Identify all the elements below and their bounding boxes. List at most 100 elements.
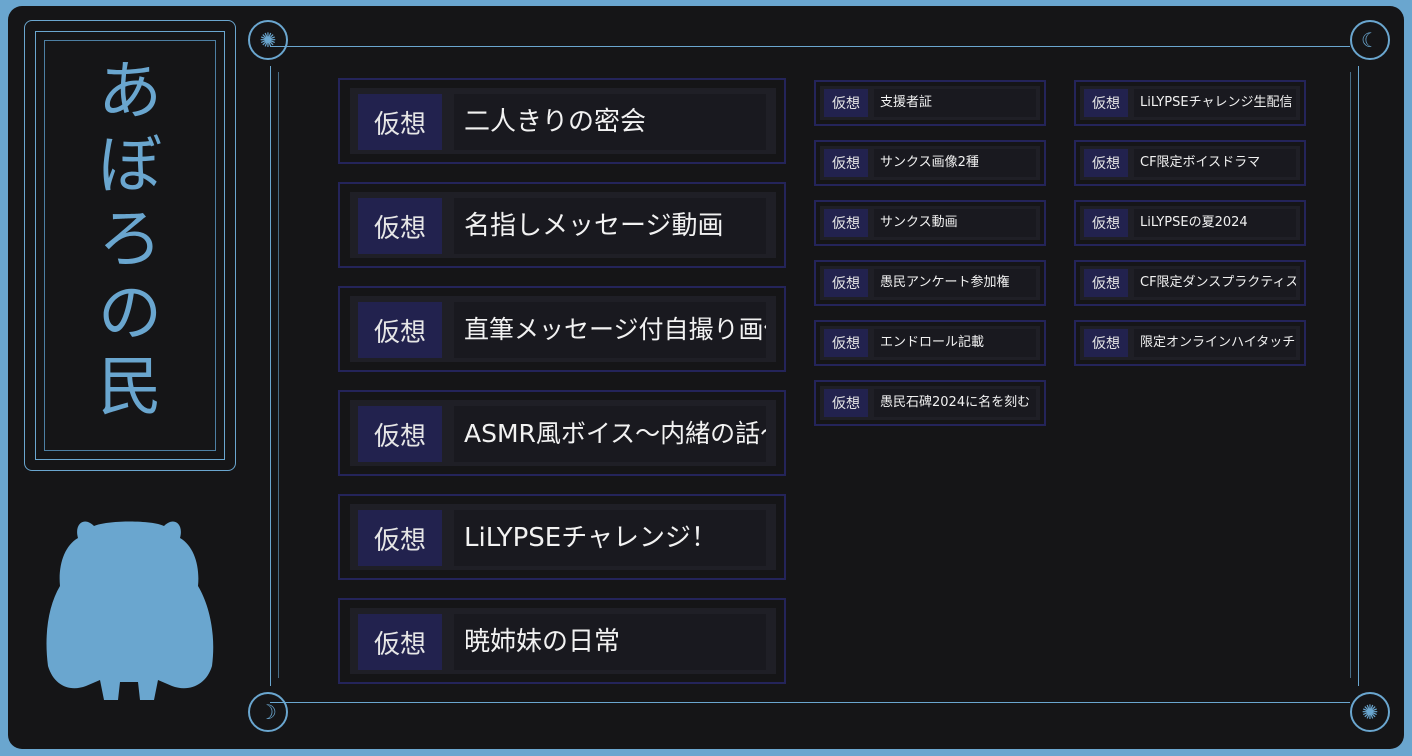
reward-label: CF限定ボイスドラマ (1134, 149, 1296, 177)
reward-label: 名指しメッセージ動画 (454, 198, 766, 254)
card-inner: 仮想 ASMR風ボイス～内緒の話～ (350, 400, 776, 466)
small-reward-card: 仮想 愚民アンケート参加権 (814, 260, 1046, 306)
card-inner: 仮想 LiLYPSEチャレンジ！ (350, 504, 776, 570)
card-frame (814, 260, 1046, 306)
reward-label: 愚民石碑2024に名を刻む (874, 389, 1036, 417)
tag-badge: 仮想 (824, 269, 868, 297)
character-silhouette-icon (46, 521, 214, 700)
card-inner: 仮想 支援者証 (820, 86, 1040, 120)
card-frame (814, 380, 1046, 426)
card-inner: 仮想 CF限定ダンスプラクティス (1080, 266, 1300, 300)
tag-badge: 仮想 (824, 329, 868, 357)
card-frame (814, 320, 1046, 366)
big-reward-card: 仮想 二人きりの密会 (338, 78, 786, 164)
tag-badge: 仮想 (824, 209, 868, 237)
card-inner: 仮想 CF限定ボイスドラマ (1080, 146, 1300, 180)
card-frame (814, 140, 1046, 186)
left-border-line-inner (278, 72, 279, 678)
card-frame (814, 200, 1046, 246)
reward-label: 暁姉妹の日常 (454, 614, 766, 670)
reward-label: サンクス画像2種 (874, 149, 1036, 177)
card-frame (1074, 320, 1306, 366)
reward-label: エンドロール記載 (874, 329, 1036, 357)
left-border-line (270, 66, 271, 686)
reward-label: 限定オンラインハイタッチ会 (1134, 329, 1296, 357)
reward-label: LiLYPSEチャレンジ生配信 (1134, 89, 1296, 117)
tag-badge: 仮想 (1084, 149, 1128, 177)
tag-badge: 仮想 (1084, 89, 1128, 117)
tag-badge: 仮想 (824, 89, 868, 117)
card-frame (1074, 80, 1306, 126)
title-inner-frame-2: あ ぼ ろ の 民 (44, 40, 216, 451)
small-reward-card: 仮想 CF限定ダンスプラクティス (1074, 260, 1306, 306)
bottom-border-line (270, 702, 1350, 703)
card-frame (1074, 260, 1306, 306)
card-frame (338, 286, 786, 372)
title-box: あ ぼ ろ の 民 (24, 20, 236, 471)
card-inner: 仮想 二人きりの密会 (350, 88, 776, 154)
small-reward-card: 仮想 サンクス動画 (814, 200, 1046, 246)
reward-label: 二人きりの密会 (454, 94, 766, 150)
small-reward-card: 仮想 支援者証 (814, 80, 1046, 126)
card-inner: 仮想 サンクス動画 (820, 206, 1040, 240)
card-frame (338, 494, 786, 580)
card-frame (338, 78, 786, 164)
top-border-line (270, 46, 1350, 47)
tag-badge: 仮想 (1084, 209, 1128, 237)
tag-badge: 仮想 (358, 94, 442, 150)
card-inner: 仮想 LiLYPSEの夏2024 (1080, 206, 1300, 240)
card-inner: 仮想 エンドロール記載 (820, 326, 1040, 360)
title-char: 民 (98, 351, 162, 425)
card-inner: 仮想 LiLYPSEチャレンジ生配信 (1080, 86, 1300, 120)
title-inner-frame: あ ぼ ろ の 民 (35, 31, 225, 460)
tag-badge: 仮想 (358, 406, 442, 462)
card-frame (338, 598, 786, 684)
moon-emblem-icon: ☽ (248, 692, 288, 732)
card-inner: 仮想 愚民アンケート参加権 (820, 266, 1040, 300)
vertical-title: あ ぼ ろ の 民 (45, 55, 215, 425)
card-inner: 仮想 愚民石碑2024に名を刻む (820, 386, 1040, 420)
big-reward-card: 仮想 直筆メッセージ付自撮り画像 (338, 286, 786, 372)
card-frame (338, 390, 786, 476)
small-reward-card: 仮想 限定オンラインハイタッチ会 (1074, 320, 1306, 366)
small-reward-card: 仮想 CF限定ボイスドラマ (1074, 140, 1306, 186)
card-inner: 仮想 直筆メッセージ付自撮り画像 (350, 296, 776, 362)
tag-badge: 仮想 (358, 198, 442, 254)
reward-label: CF限定ダンスプラクティス (1134, 269, 1296, 297)
title-char: ぼ (98, 129, 162, 203)
card-frame (1074, 200, 1306, 246)
small-reward-card: 仮想 LiLYPSEチャレンジ生配信 (1074, 80, 1306, 126)
big-reward-card: 仮想 LiLYPSEチャレンジ！ (338, 494, 786, 580)
card-frame (1074, 140, 1306, 186)
moon-emblem-icon: ☾ (1350, 20, 1390, 60)
tag-badge: 仮想 (824, 389, 868, 417)
sun-emblem-icon: ✺ (248, 20, 288, 60)
tag-badge: 仮想 (824, 149, 868, 177)
card-frame (338, 182, 786, 268)
tag-badge: 仮想 (1084, 269, 1128, 297)
tag-badge: 仮想 (1084, 329, 1128, 357)
title-char: あ (98, 55, 162, 129)
small-reward-card: 仮想 サンクス画像2種 (814, 140, 1046, 186)
big-reward-card: 仮想 暁姉妹の日常 (338, 598, 786, 684)
reward-label: 直筆メッセージ付自撮り画像 (454, 302, 766, 358)
big-reward-card: 仮想 ASMR風ボイス～内緒の話～ (338, 390, 786, 476)
sun-emblem-icon: ✺ (1350, 692, 1390, 732)
reward-label: 支援者証 (874, 89, 1036, 117)
small-reward-card: 仮想 エンドロール記載 (814, 320, 1046, 366)
tag-badge: 仮想 (358, 510, 442, 566)
card-frame (814, 80, 1046, 126)
title-char: の (98, 277, 162, 351)
tag-badge: 仮想 (358, 302, 442, 358)
main-panel: あ ぼ ろ の 民 ✺ ☾ ☽ ✺ (8, 6, 1404, 749)
tag-badge: 仮想 (358, 614, 442, 670)
reward-label: LiLYPSEチャレンジ！ (454, 510, 766, 566)
title-char: ろ (98, 203, 162, 277)
card-inner: 仮想 名指しメッセージ動画 (350, 192, 776, 258)
small-reward-card: 仮想 LiLYPSEの夏2024 (1074, 200, 1306, 246)
reward-label: ASMR風ボイス～内緒の話～ (454, 406, 766, 462)
card-inner: 仮想 限定オンラインハイタッチ会 (1080, 326, 1300, 360)
reward-label: 愚民アンケート参加権 (874, 269, 1036, 297)
small-reward-card: 仮想 愚民石碑2024に名を刻む (814, 380, 1046, 426)
